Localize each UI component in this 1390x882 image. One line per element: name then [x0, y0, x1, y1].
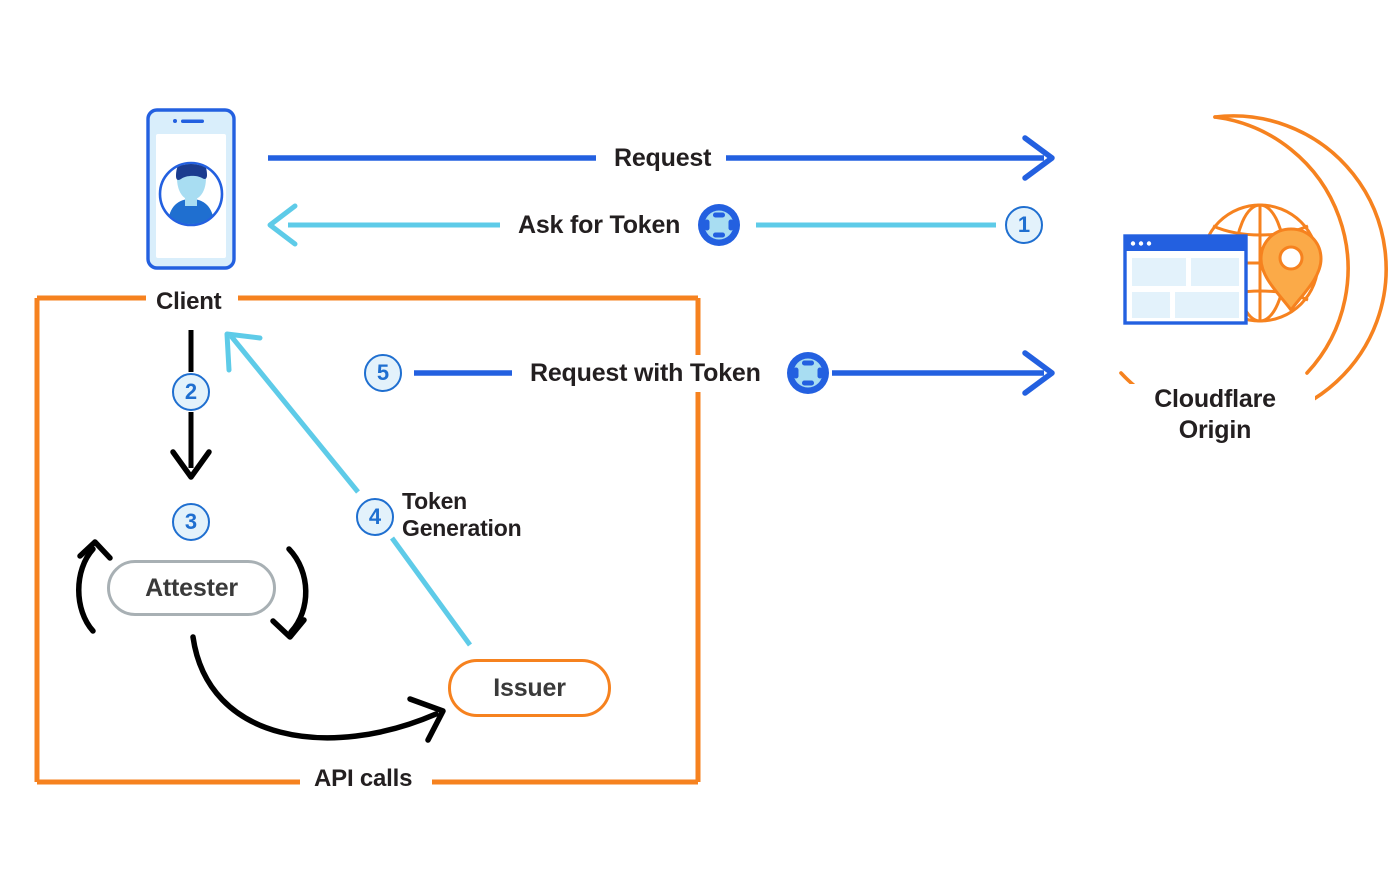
api-calls-label: API calls — [306, 765, 421, 793]
ask-for-token-arrow — [267, 203, 996, 247]
token-generation-label-line1: Token — [402, 488, 468, 515]
globe-browser-pin-icon — [1119, 114, 1388, 424]
request-with-token-label: Request with Token — [522, 359, 769, 387]
client-label: Client — [150, 288, 228, 316]
token-generation-label-line2: Generation — [402, 515, 522, 542]
step-number-1: 1 — [1005, 206, 1043, 244]
attester-node[interactable]: Attester — [107, 560, 276, 616]
step-number-4: 4 — [356, 498, 394, 536]
client-to-attester-arrow — [170, 330, 212, 480]
token-icon-ask — [698, 204, 740, 246]
location-pin-icon — [1259, 227, 1323, 313]
request-arrow — [268, 135, 1055, 181]
request-label: Request — [606, 144, 720, 172]
token-icon-request — [787, 352, 829, 394]
issuer-node[interactable]: Issuer — [448, 659, 611, 717]
issuer-label: Issuer — [493, 673, 566, 702]
attester-label: Attester — [145, 573, 238, 602]
api-calls-group-border — [34, 295, 701, 785]
smartphone-user-icon — [146, 108, 236, 270]
browser-window-icon — [1123, 234, 1248, 325]
step-number-5: 5 — [364, 354, 402, 392]
cloudflare-origin-label-line2: Origin — [1115, 415, 1315, 446]
token-generation-arrow — [224, 331, 473, 647]
ask-for-token-label: Ask for Token — [510, 211, 689, 239]
cloudflare-origin-label-line1: Cloudflare — [1115, 384, 1315, 415]
step-number-2: 2 — [172, 373, 210, 411]
request-with-token-arrow — [414, 350, 1055, 396]
attester-loop-arrows — [76, 539, 446, 743]
step-number-3: 3 — [172, 503, 210, 541]
